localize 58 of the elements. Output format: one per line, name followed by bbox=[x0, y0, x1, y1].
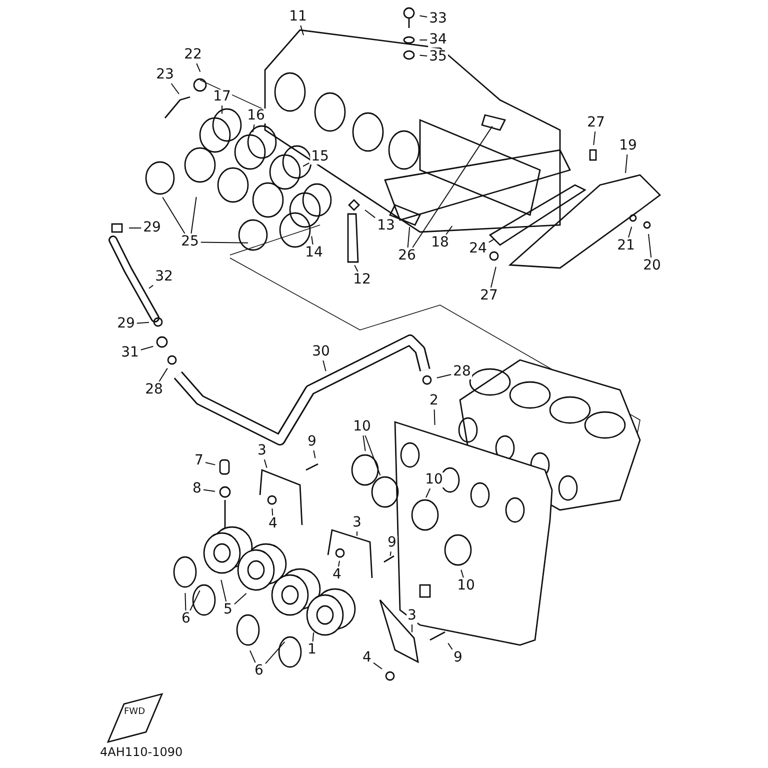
leader-line bbox=[426, 488, 431, 498]
leader-line bbox=[234, 592, 247, 605]
leader-line bbox=[364, 435, 381, 476]
leader-line bbox=[338, 560, 340, 567]
leader-line bbox=[205, 462, 216, 466]
leader-line bbox=[264, 459, 268, 468]
leader-line bbox=[625, 154, 628, 174]
leader-line bbox=[407, 226, 410, 248]
leader-line bbox=[136, 322, 150, 324]
leader-line bbox=[203, 489, 216, 492]
leader-line bbox=[190, 196, 197, 234]
leader-line bbox=[200, 242, 248, 244]
leader-line bbox=[488, 238, 494, 243]
leader-line bbox=[272, 508, 274, 516]
leader-line bbox=[364, 210, 376, 218]
callout-number: 34 bbox=[428, 32, 448, 48]
callout-number: 16 bbox=[246, 108, 266, 124]
leader-line bbox=[162, 196, 186, 234]
leader-line bbox=[419, 54, 428, 56]
leader-line bbox=[158, 368, 168, 382]
leader-line bbox=[412, 126, 493, 248]
leader-line bbox=[170, 83, 180, 94]
leader-line bbox=[373, 662, 382, 670]
leader-line bbox=[322, 360, 326, 372]
callout-number: 3 bbox=[406, 608, 418, 624]
drawing-code: 4AH110-1090 bbox=[100, 745, 183, 759]
leader-line bbox=[302, 162, 310, 167]
leader-line bbox=[436, 374, 452, 378]
leader-line bbox=[265, 641, 286, 664]
leader-line bbox=[356, 531, 358, 536]
leader-line bbox=[628, 226, 632, 238]
leader-line bbox=[362, 435, 366, 452]
callout-number: 15 bbox=[310, 150, 330, 164]
leader-line bbox=[460, 569, 464, 578]
leader-line bbox=[446, 226, 453, 235]
leader-line bbox=[448, 642, 453, 650]
callout-number: 10 bbox=[424, 472, 444, 488]
leader-line bbox=[184, 592, 186, 611]
leader-line bbox=[419, 15, 428, 18]
leader-line bbox=[390, 551, 392, 556]
leader-line bbox=[434, 409, 436, 426]
leader-line bbox=[312, 632, 314, 642]
leader-line bbox=[190, 590, 200, 611]
direction-label: FWD bbox=[124, 707, 146, 717]
leader-line bbox=[490, 266, 496, 288]
leader-line bbox=[300, 25, 304, 36]
callout-number: 28 bbox=[452, 364, 472, 380]
leader-line bbox=[140, 346, 154, 350]
leader-line bbox=[311, 236, 314, 245]
leader-line bbox=[313, 450, 316, 459]
leader-line bbox=[252, 124, 255, 133]
leader-line bbox=[148, 284, 154, 289]
leader-line bbox=[196, 63, 201, 72]
leader-line bbox=[648, 234, 652, 258]
leader-line bbox=[354, 264, 358, 272]
leader-line bbox=[250, 650, 256, 663]
leader-line bbox=[593, 131, 596, 146]
leader-line bbox=[220, 579, 227, 602]
